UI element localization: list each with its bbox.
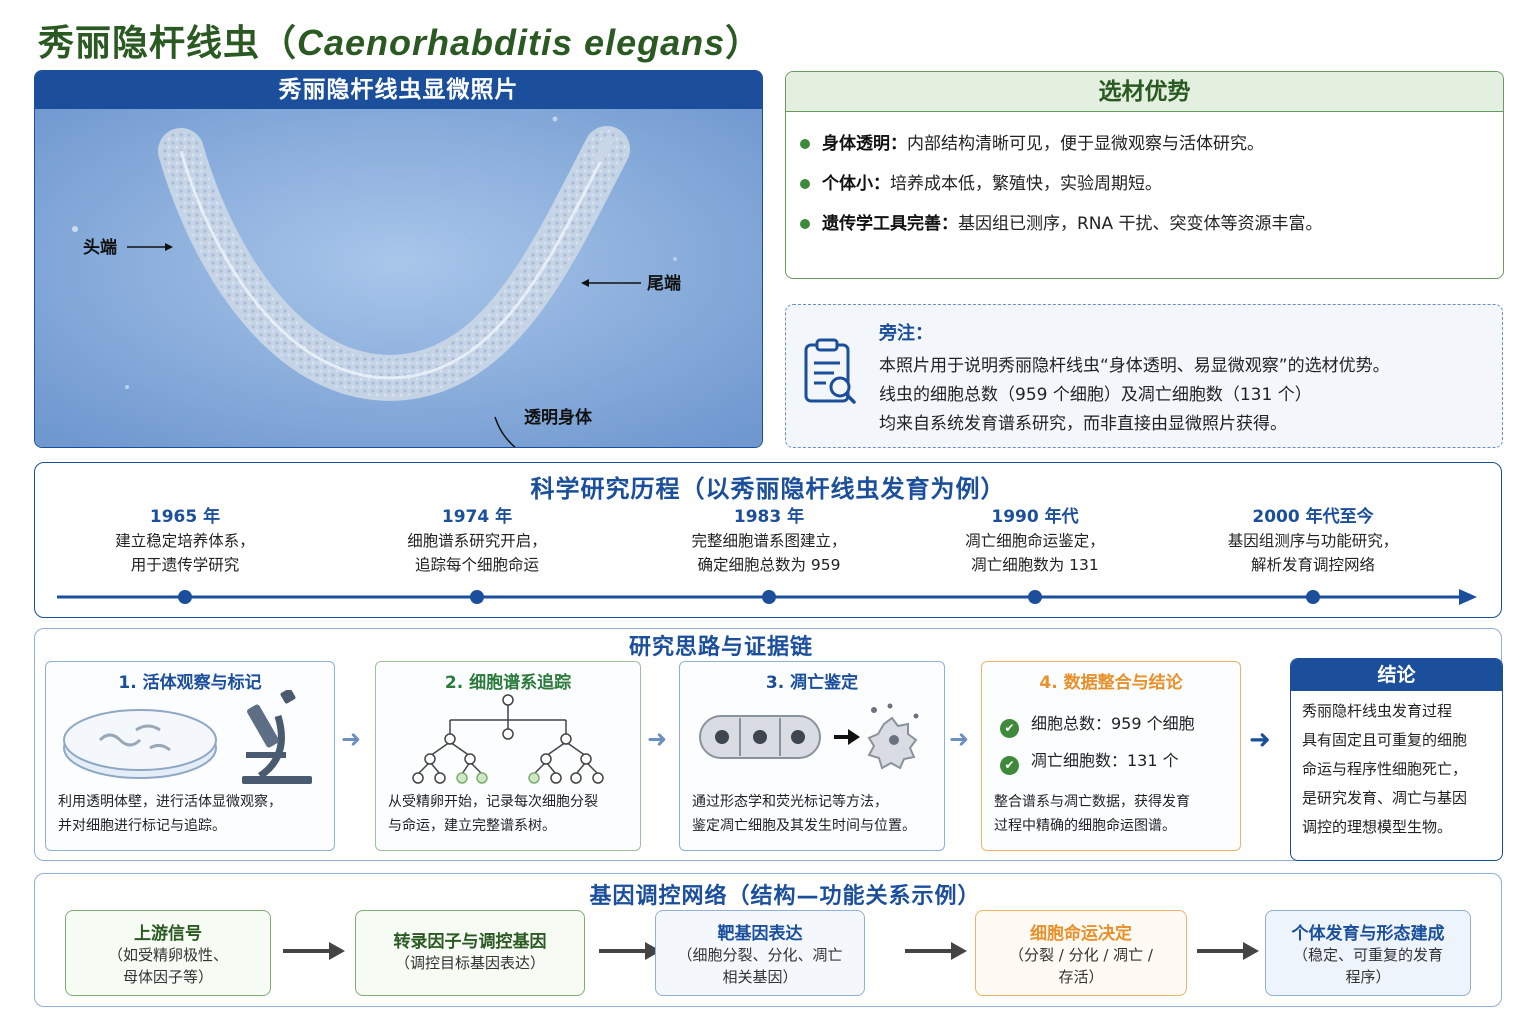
chain-step-observation: 1. 活体观察与标记 利用透明体壁，进行活体显微观察， 并对细胞进行标记与追踪。: [45, 661, 335, 851]
conclusion-box: 结论 秀丽隐杆线虫发育过程 具有固定且可重复的细胞 命运与程序性细胞死亡， 是研…: [1290, 658, 1503, 861]
note-line: 均来自系统发育谱系研究，而非直接由显微照片获得。: [879, 414, 1287, 434]
note-panel: 旁注： 本照片用于说明秀丽隐杆线虫“身体透明、易显微观察”的选材优势。 线虫的细…: [785, 304, 1503, 448]
micrograph-image: 头端 尾端 透明身体: [35, 109, 762, 447]
arrow-right-icon: [848, 729, 860, 745]
page-title: 秀丽隐杆线虫（Caenorhabditis elegans）: [38, 14, 762, 66]
timeline-panel: 科学研究历程（以秀丽隐杆线虫发育为例） 1965 年 建立稳定培养体系， 用于遗…: [34, 462, 1502, 618]
chain-step-apoptosis: 3. 凋亡鉴定 通过形态学和荧光标记等方法， 鉴定凋亡细胞及其发生时间与位置。: [679, 661, 945, 851]
gene-box-upstream: 上游信号 （如受精卵极性、 母体因子等）: [65, 910, 271, 996]
timeline-event: 1965 年 建立稳定培养体系， 用于遗传学研究: [115, 507, 255, 574]
timeline-dot: [1306, 590, 1320, 604]
gene-box-transcription: 转录因子与调控基因 （调控目标基因表达）: [355, 910, 585, 996]
bullet-icon: [800, 139, 810, 149]
timeline-event: 1974 年 细胞谱系研究开启， 追踪每个细胞命运: [407, 507, 547, 574]
chain-step-integration: 4. 数据整合与结论 ✔细胞总数：959 个细胞 ✔凋亡细胞数：131 个 整合…: [981, 661, 1241, 851]
timeline-dot: [1028, 590, 1042, 604]
conclusion-header: 结论: [1291, 659, 1502, 691]
label-body: 透明身体: [524, 408, 592, 428]
arrow-right-icon: [1197, 942, 1259, 960]
lineage-tree-icon: [412, 694, 604, 784]
advantages-panel: 选材优势 身体透明：内部结构清晰可见，便于显微观察与活体研究。 个体小：培养成本…: [785, 71, 1504, 279]
micrograph-header: 秀丽隐杆线虫显微照片: [35, 71, 762, 109]
bullet-icon: [800, 219, 810, 229]
arrow-right-icon: [1459, 589, 1477, 605]
gene-box-target: 靶基因表达 （细胞分裂、分化、凋亡 相关基因）: [655, 910, 865, 996]
label-tail: 尾端: [647, 273, 681, 294]
micrograph-panel: 秀丽隐杆线虫显微照片 头端: [34, 70, 763, 448]
arrow-right-icon: ➜: [949, 725, 970, 753]
gene-box-development: 个体发育与形态建成 （稳定、可重复的发育 程序）: [1265, 910, 1471, 996]
timeline-axis: [57, 589, 1477, 605]
timeline-event: 1983 年 完整细胞谱系图建立， 确定细胞总数为 959: [691, 507, 847, 574]
chain-title: 研究思路与证据链: [628, 635, 813, 660]
arrow-right-icon: [905, 942, 967, 960]
check-icon: ✔: [1000, 719, 1019, 738]
title-end: ）: [725, 23, 763, 64]
bullet-icon: [800, 179, 810, 189]
title-latin: Caenorhabditis elegans: [297, 22, 726, 63]
gene-network-panel: 基因调控网络（结构—功能关系示例） 上游信号 （如受精卵极性、 母体因子等） 转…: [34, 873, 1502, 1007]
gene-network-title: 基因调控网络（结构—功能关系示例）: [589, 884, 981, 909]
petri-dish-microscope-icon: [63, 690, 312, 784]
timeline-dot: [178, 590, 192, 604]
advantage-item: 遗传学工具完善：基因组已测序，RNA 干扰、突变体等资源丰富。: [800, 204, 1503, 244]
check-item-apoptosis: ✔凋亡细胞数：131 个: [1000, 747, 1179, 775]
chain-step-lineage: 2. 细胞谱系追踪: [375, 661, 641, 851]
check-item-total: ✔细胞总数：959 个细胞: [1000, 710, 1195, 738]
note-title: 旁注：: [879, 323, 933, 344]
arrow-right-icon: ➜: [341, 725, 362, 753]
advantages-header: 选材优势: [786, 72, 1503, 112]
label-head: 头端: [83, 237, 117, 258]
advantage-item: 身体透明：内部结构清晰可见，便于显微观察与活体研究。: [800, 124, 1503, 164]
worm-illustration: 头端 尾端: [35, 109, 762, 447]
timeline-title: 科学研究历程（以秀丽隐杆线虫发育为例）: [530, 475, 1006, 503]
clipboard-search-icon: [804, 338, 856, 404]
check-icon: ✔: [1000, 756, 1019, 775]
advantages-list: 身体透明：内部结构清晰可见，便于显微观察与活体研究。 个体小：培养成本低，繁殖快…: [786, 112, 1503, 244]
title-cn: 秀丽隐杆线虫（: [38, 23, 298, 64]
note-line: 线虫的细胞总数（959 个细胞）及凋亡细胞数（131 个）: [879, 385, 1312, 405]
arrow-right-icon: ➜: [647, 725, 668, 753]
arrow-right-icon: ➜: [1249, 725, 1271, 755]
timeline-dot: [762, 590, 776, 604]
timeline-event: 2000 年代至今 基因组测序与功能研究， 解析发育调控网络: [1227, 507, 1399, 574]
timeline-dot: [470, 590, 484, 604]
advantage-item: 个体小：培养成本低，繁殖快，实验周期短。: [800, 164, 1503, 204]
apoptosis-cells-icon: [699, 703, 919, 770]
timeline-event: 1990 年代 凋亡细胞命运鉴定， 凋亡细胞数为 131: [965, 507, 1105, 574]
gene-box-fate: 细胞命运决定 （分裂 / 分化 / 凋亡 / 存活）: [975, 910, 1187, 996]
arrow-right-icon: [283, 942, 345, 960]
note-line: 本照片用于说明秀丽隐杆线虫“身体透明、易显微观察”的选材优势。: [879, 356, 1390, 376]
arrow-right-icon: [599, 942, 661, 960]
research-chain-panel: 研究思路与证据链 1. 活体观察与标记 利用透明体壁，进行活体显微观察， 并对细…: [34, 628, 1503, 861]
